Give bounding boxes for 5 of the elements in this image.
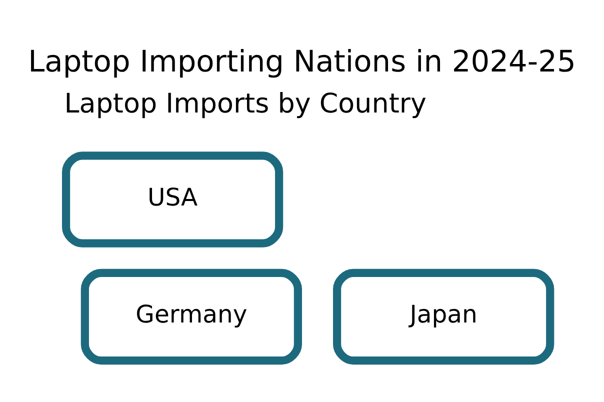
node-box: Japan — [333, 268, 554, 364]
node-box: USA — [62, 151, 284, 247]
node-box: Germany — [80, 268, 302, 364]
diagram-title: Laptop Importing Nations in 2024-25 — [28, 43, 576, 78]
label: Laptop Imports by Country — [64, 88, 426, 120]
